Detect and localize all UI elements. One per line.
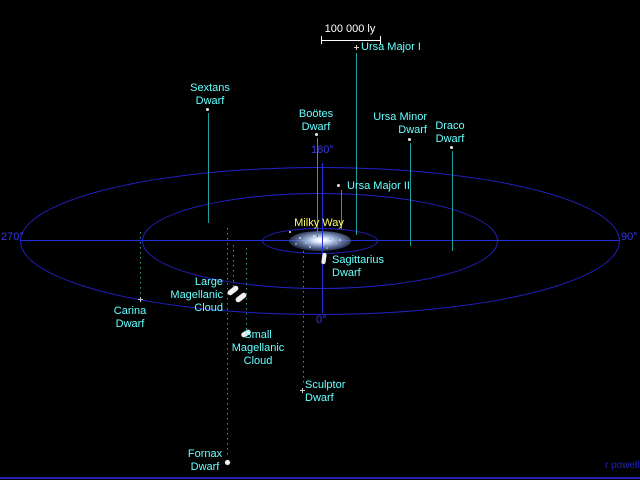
bootes-line (317, 138, 318, 237)
small-magellanic-label: Small Magellanic Cloud (231, 329, 285, 367)
inner-ring (262, 228, 378, 254)
small-magellanic-line (246, 248, 247, 330)
draco-label: Draco Dwarf (435, 120, 465, 145)
large-magellanic-label: Large Magellanic Cloud (170, 276, 223, 314)
fornax-line (227, 228, 228, 458)
axis-label-270: 270° (1, 231, 24, 243)
fornax-label: Fornax Dwarf (187, 448, 223, 473)
sculptor-label: Sculptor Dwarf (305, 379, 346, 404)
middle-ring (142, 193, 498, 289)
carina-marker (138, 297, 143, 302)
sextans-label: Sextans Dwarf (190, 82, 230, 107)
ursa-major-i-marker (354, 45, 359, 50)
ursa-major-ii-line (341, 190, 342, 229)
bootes-marker (315, 133, 318, 136)
scale-bar-label: 100 000 ly (324, 23, 376, 35)
credit-text: r powell (605, 460, 640, 471)
draco-line (452, 151, 453, 251)
sagittarius-label: Sagittarius Dwarf (332, 254, 384, 279)
sextans-marker (206, 108, 209, 111)
carina-label: Carina Dwarf (113, 305, 147, 330)
ursa-minor-marker (408, 138, 411, 141)
ursa-major-i-label: Ursa Major I (361, 41, 421, 53)
ursa-minor-label: Ursa Minor Dwarf (373, 111, 427, 136)
sculptor-marker (300, 388, 305, 393)
draco-marker (450, 146, 453, 149)
bottom-border-line (0, 477, 640, 479)
outer-ring (20, 167, 620, 315)
carina-line (140, 232, 141, 296)
milky-way-label: Milky Way (294, 217, 344, 229)
scale-bar-bracket (321, 36, 381, 44)
milky-way-galaxy-image (289, 231, 351, 251)
bootes-label: Boötes Dwarf (298, 108, 334, 133)
axis-label-180: 180° (311, 144, 334, 156)
vertical-axis-line (322, 163, 323, 313)
galaxy-speckles (289, 231, 291, 233)
ursa-major-ii-marker (337, 184, 340, 187)
fornax-marker (225, 460, 230, 465)
axis-label-90: 90° (621, 231, 638, 243)
sextans-line (208, 113, 209, 223)
ursa-minor-line (410, 143, 411, 246)
sculptor-line (303, 251, 304, 386)
large-magellanic-line (233, 245, 234, 289)
ursa-major-ii-label: Ursa Major II (347, 180, 410, 192)
ursa-major-i-line (356, 53, 357, 235)
axis-label-0: 0° (316, 314, 327, 326)
